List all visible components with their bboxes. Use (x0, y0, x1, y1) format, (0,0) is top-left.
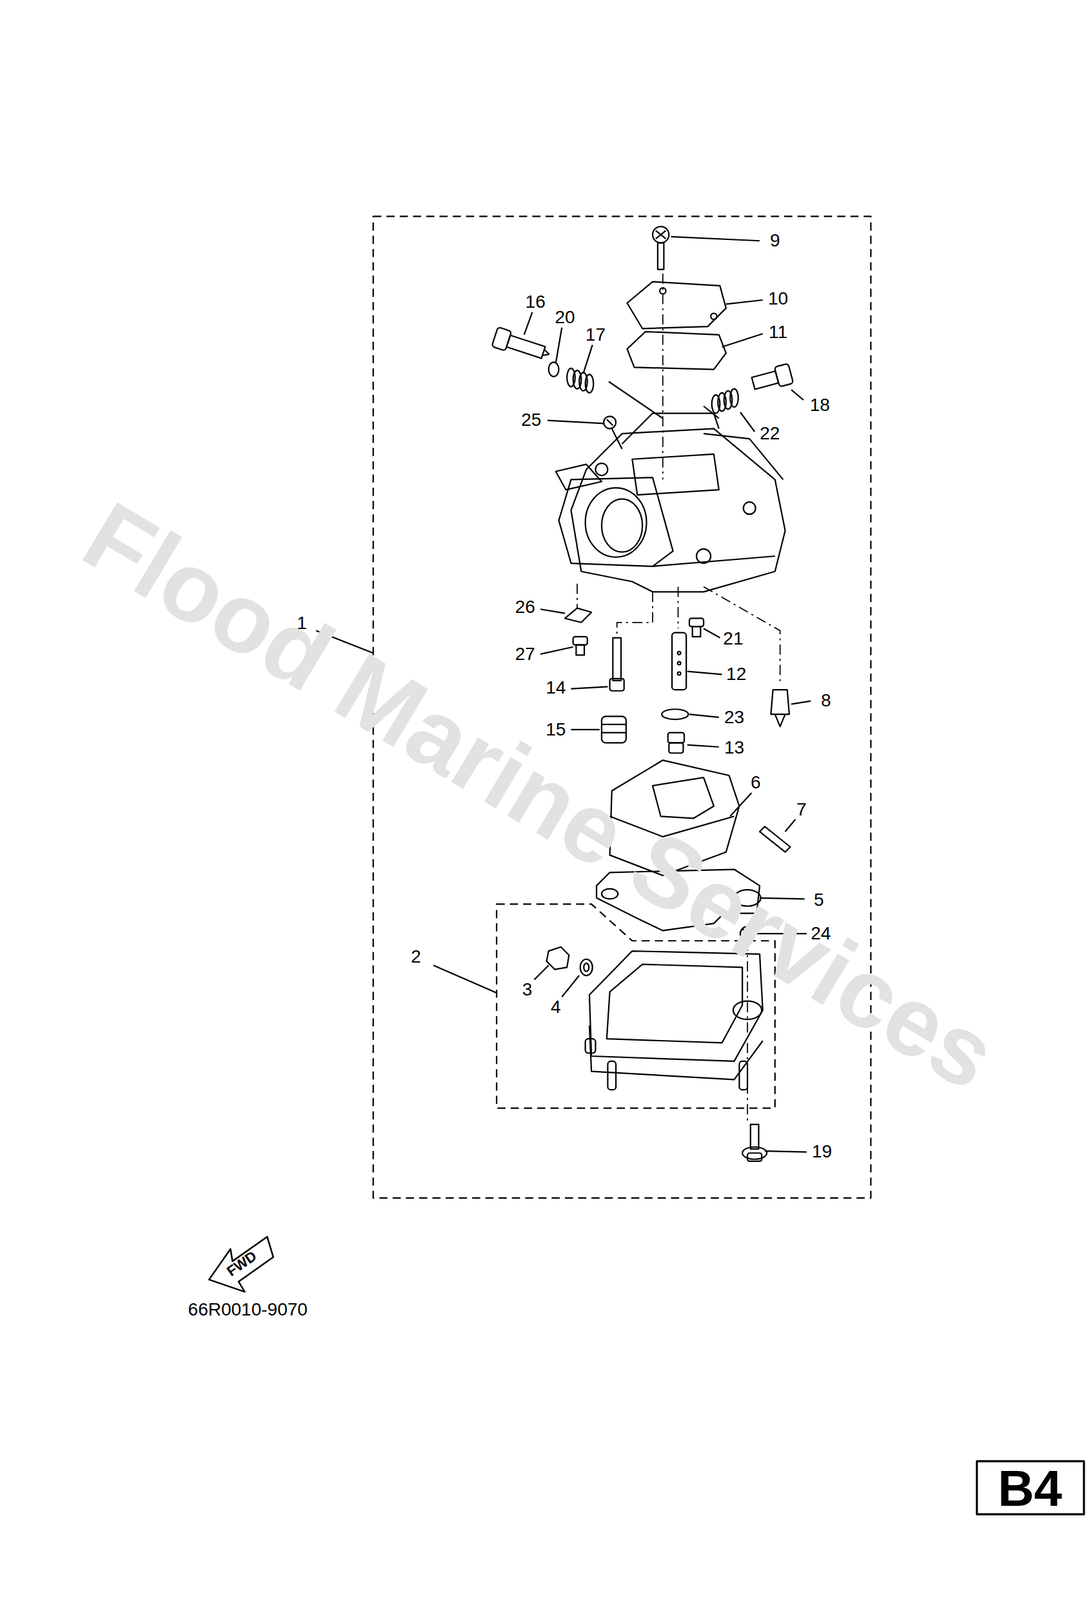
callout-number: 21 (722, 629, 743, 648)
callout-number: 8 (820, 691, 832, 710)
callout-number: 17 (585, 325, 606, 344)
callout-number: 4 (550, 997, 562, 1016)
callout-number: 14 (545, 678, 566, 697)
callout-number: 23 (724, 708, 745, 727)
callout-number: 20 (554, 308, 575, 327)
callout-number: 27 (515, 644, 536, 663)
callout-number: 1 (296, 613, 307, 632)
callout-number: 18 (809, 395, 830, 415)
callout-number: 13 (724, 738, 745, 757)
callout-number: 25 (521, 410, 542, 429)
callout-number: 24 (810, 924, 831, 943)
callout-number: 15 (545, 720, 566, 739)
callout-number: 10 (768, 289, 789, 308)
drawing-number: 66R0010-9070 (188, 1300, 308, 1319)
callout-number: 11 (768, 323, 788, 342)
callout-number: 3 (522, 980, 533, 999)
callout-number: 5 (813, 890, 825, 909)
callout-number: 26 (515, 597, 536, 616)
callout-number: 9 (770, 231, 781, 250)
callout-number: 12 (726, 664, 747, 683)
direction-label: FWD (224, 1248, 260, 1279)
callout-number: 19 (811, 1142, 832, 1161)
callout-number: 7 (796, 800, 807, 819)
callout-number: 22 (759, 424, 780, 443)
callout-number: 6 (750, 773, 761, 792)
page-code: B4 (997, 1462, 1063, 1513)
callout-number: 2 (410, 947, 422, 966)
callout-number: 16 (525, 292, 546, 311)
